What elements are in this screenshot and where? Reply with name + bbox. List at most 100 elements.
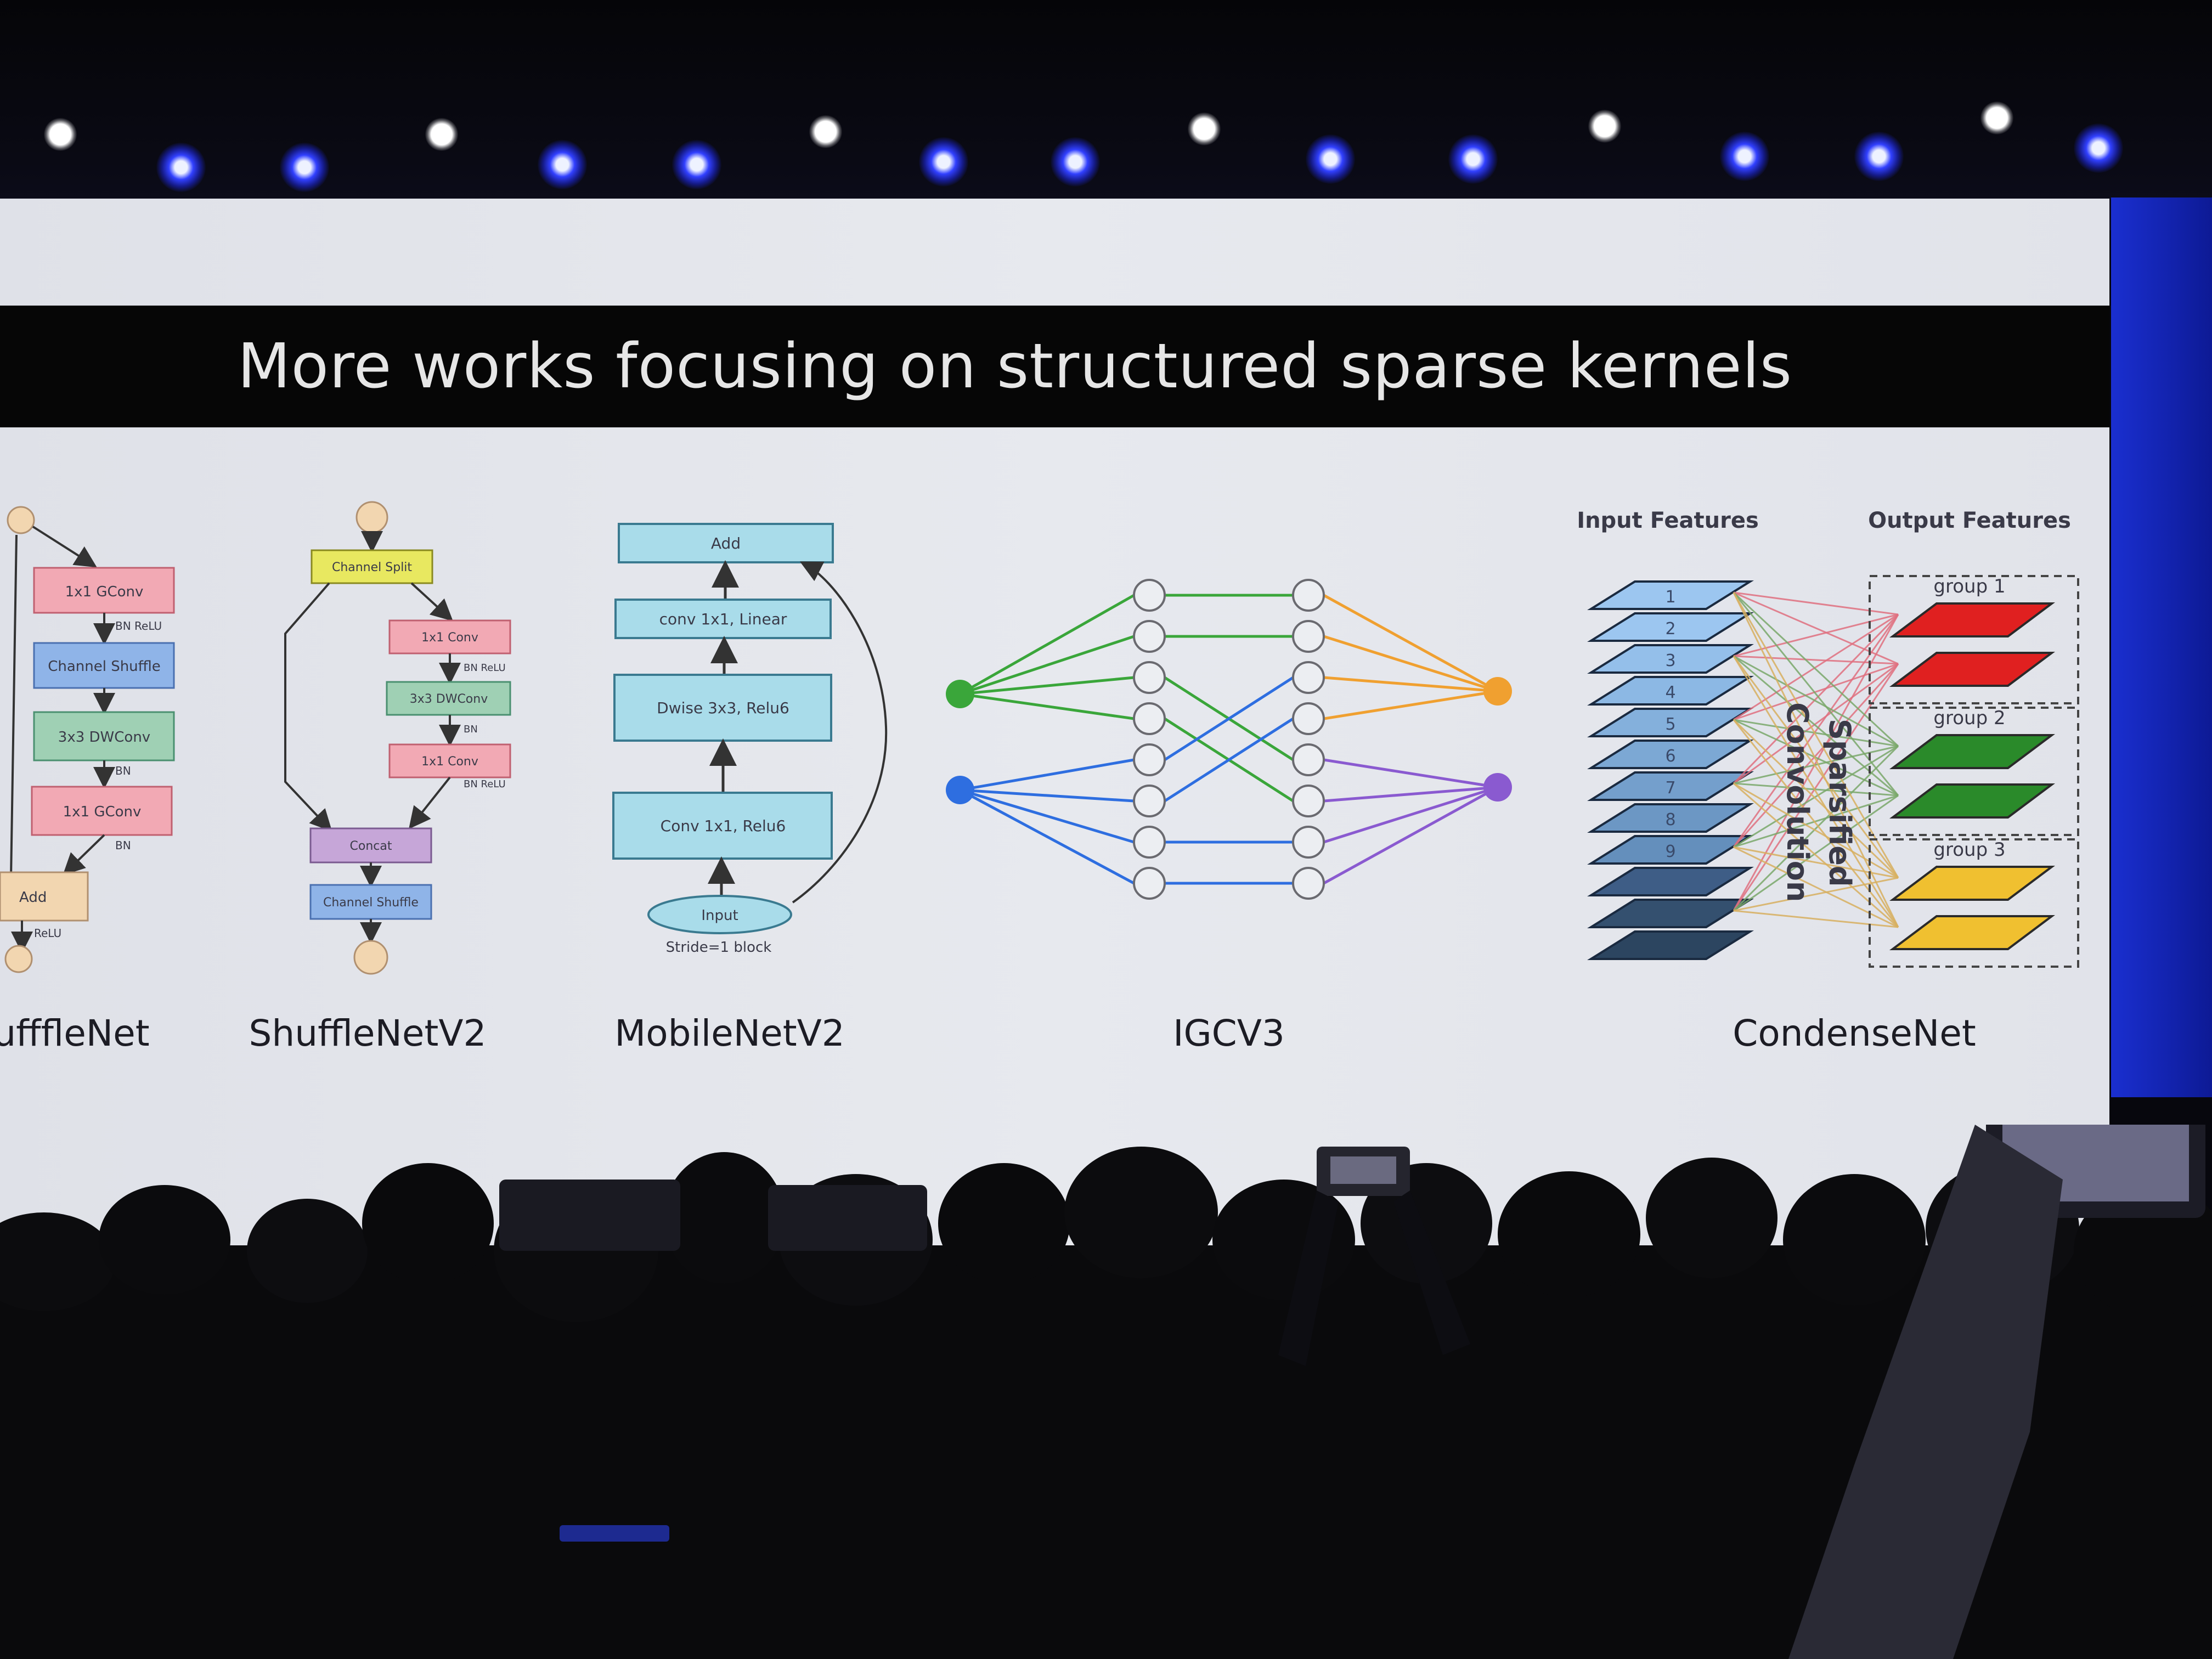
slide-title-bar [0, 306, 2109, 427]
condensenet-input-layer [1587, 930, 1754, 960]
stage-light-blue [672, 140, 721, 189]
condensenet-connection [1733, 910, 1899, 928]
condensenet-group3: group 3 [1933, 839, 2005, 861]
shufflenet-bn2: BN [115, 839, 131, 852]
igcv3-node [1133, 579, 1166, 612]
condensenet-connection [1733, 745, 1899, 785]
condensenet-input-layer [1587, 867, 1754, 896]
igcv3-node [1133, 620, 1166, 653]
igcv3-node [1133, 702, 1166, 735]
igcv3-input-node [946, 776, 974, 804]
condensenet-convolution-label: Convolution [1780, 702, 1815, 902]
condensenet-layer-number: 6 [1665, 747, 1675, 766]
igcv3-node [1133, 785, 1166, 817]
stage-light-blue [1306, 134, 1355, 184]
condensenet-input-title: Input Features [1577, 508, 1759, 533]
condensenet-output-layer [1889, 734, 2055, 769]
condensenet-output-layer [1889, 783, 2055, 819]
igcv3-edge [1323, 690, 1498, 720]
caption-shufflenet: ufffleNet [0, 1012, 150, 1054]
condensenet-connection [1733, 655, 1899, 797]
igcv3-node [1292, 743, 1325, 776]
stage-light-blue [2074, 123, 2123, 173]
shufflenetv2-concat: Concat [350, 839, 392, 853]
shufflenetv2-shuffle: Channel Shuffle [323, 896, 419, 910]
condensenet-connection [1733, 719, 1899, 928]
igcv3-edge [1323, 786, 1499, 885]
igcv3-node [1133, 867, 1166, 900]
igcv3-output-node [1483, 677, 1512, 706]
igcv3-input-node [946, 680, 974, 708]
condensenet-layer-number: 2 [1665, 619, 1675, 639]
mobilenetv2-diagram: Add conv 1x1, Linear Dwise 3x3, Relu6 Co… [603, 518, 911, 974]
condensenet-layer-number: 9 [1665, 842, 1675, 861]
stage-light-white [44, 118, 77, 151]
condensenet-input-layer [1587, 644, 1754, 674]
shufflenetv2-bn-relu1: BN ReLU [464, 662, 506, 674]
stage-light-blue [1448, 134, 1498, 184]
igcv3-output-node [1483, 773, 1512, 802]
condensenet-connection [1733, 782, 1899, 879]
igcv3-node [1133, 743, 1166, 776]
igcv3-node [1292, 867, 1325, 900]
igcv3-edge [1164, 717, 1294, 803]
condensenet-output-layer [1889, 915, 2055, 950]
igcv3-edge [1323, 758, 1498, 789]
shufflenet-shuffle: Channel Shuffle [48, 658, 161, 675]
igcv3-node [1292, 661, 1325, 694]
mobilenetv2-conv-relu: Conv 1x1, Relu6 [661, 817, 786, 835]
mobilenetv2-add: Add [711, 534, 741, 552]
stage-light-blue [538, 140, 587, 189]
ceiling [0, 0, 2212, 230]
shufflenet-add: Add [19, 889, 47, 906]
igcv3-edge [960, 676, 1135, 696]
condensenet-connection [1733, 592, 1899, 796]
mobilenetv2-stride: Stride=1 block [666, 939, 772, 956]
condensenet-layer-number: 5 [1665, 715, 1675, 734]
condensenet-layer-number: 1 [1665, 588, 1675, 607]
igcv3-edge [959, 594, 1135, 696]
shufflenetv2-diagram: Channel Split 1x1 Conv BN ReLU 3x3 DWCon… [274, 496, 549, 985]
condensenet-layer-number: 8 [1665, 810, 1675, 830]
shufflenetv2-conv2: 1x1 Conv [421, 755, 478, 769]
mobilenetv2-input: Input [701, 907, 738, 924]
caption-igcv3: IGCV3 [1173, 1012, 1285, 1054]
caption-shufflenetv2: ShuffleNetV2 [249, 1012, 487, 1054]
condensenet-connection [1733, 663, 1899, 785]
stage-light-blue [1720, 132, 1769, 181]
condensenet-sparsified-label: Sparsified [1822, 719, 1857, 887]
caption-mobilenetv2: MobileNetV2 [614, 1012, 845, 1054]
mobilenetv2-dwise: Dwise 3x3, Relu6 [657, 699, 789, 717]
igcv3-node [1292, 579, 1325, 612]
igcv3-edge [960, 692, 1135, 720]
audience-silhouettes [0, 1125, 2212, 1659]
igcv3-edge [960, 788, 1135, 803]
condensenet-group1: group 1 [1933, 575, 2005, 597]
igcv3-node [1133, 826, 1166, 859]
igcv3-node [1292, 620, 1325, 653]
condensenet-output-title: Output Features [1868, 508, 2071, 533]
condensenet-output-layer [1889, 602, 2055, 637]
condensenet-connection [1733, 656, 1899, 878]
condensenet-layer-number: 4 [1665, 683, 1675, 702]
igcv3-node [1133, 661, 1166, 694]
condensenet-connection [1733, 794, 1899, 848]
stage-light-blue [1051, 137, 1100, 187]
shufflenet-gconv2: 1x1 GConv [63, 804, 142, 820]
igcv3-edge [960, 635, 1135, 696]
igcv3-edge [1323, 676, 1498, 693]
stage-light-blue [280, 143, 329, 192]
condensenet-output-layer [1889, 652, 2055, 687]
igcv3-edge [1164, 676, 1294, 761]
shufflenet-bn1: BN [115, 764, 131, 777]
igcv3-edge [1323, 786, 1498, 803]
mobilenetv2-conv-linear: conv 1x1, Linear [659, 610, 787, 628]
igcv3-diagram [933, 571, 1525, 911]
shufflenetv2-conv1: 1x1 Conv [421, 631, 478, 645]
shufflenet-bn-relu: BN ReLU [115, 619, 162, 633]
condensenet-connection [1733, 614, 1899, 911]
condensenet-input-layer [1587, 899, 1754, 928]
shufflenetv2-split: Channel Split [332, 561, 412, 574]
